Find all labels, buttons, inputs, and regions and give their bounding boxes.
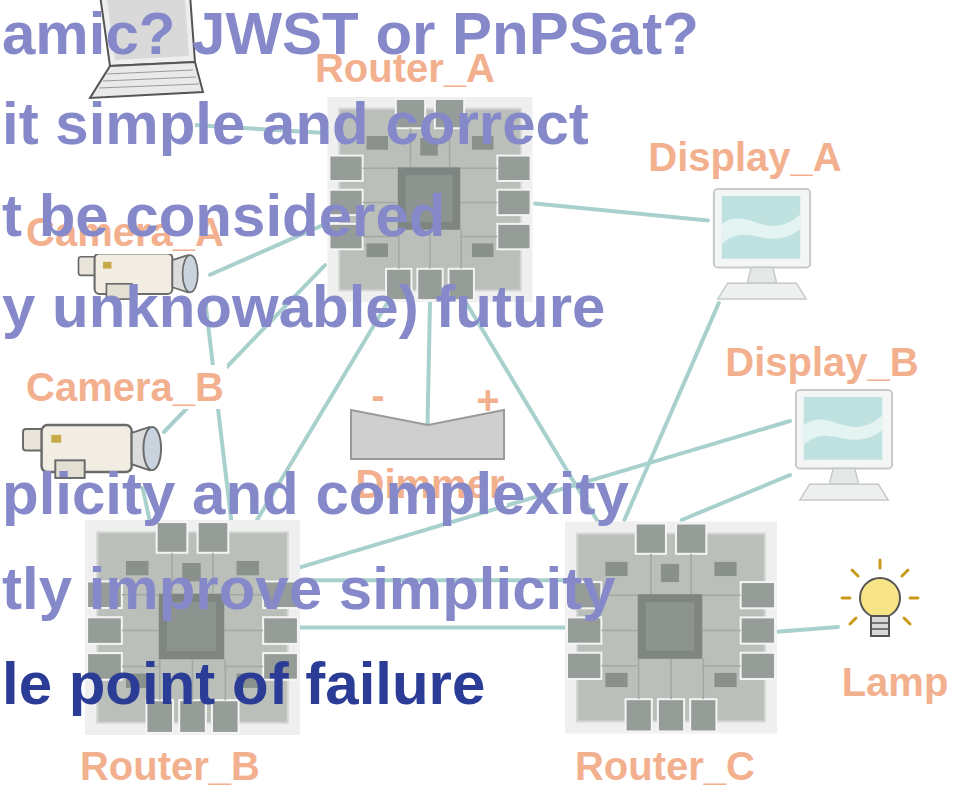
router-board-shape	[328, 97, 533, 302]
laptop-wire	[195, 125, 325, 133]
device-label: Router_A	[312, 46, 498, 90]
display-monitor-picture	[790, 385, 898, 505]
router-board-shape	[565, 522, 777, 734]
display-monitor-picture	[708, 185, 816, 303]
device-label: Router_B	[77, 744, 263, 788]
device-label: Camera_B	[23, 365, 227, 409]
network-link	[210, 224, 325, 275]
router-board-picture	[325, 97, 535, 302]
network-link	[535, 204, 708, 221]
camera-icon-shape	[79, 253, 198, 299]
camera-icon-shape	[23, 425, 161, 478]
device-label: Lamp	[839, 660, 952, 704]
network-link	[624, 303, 718, 520]
lamp-icon-picture	[838, 558, 923, 650]
camera-icon: Camera_A	[68, 250, 210, 305]
display-monitor: Display_B	[790, 385, 898, 505]
control-sign: -	[368, 373, 387, 417]
router-board-shape	[85, 520, 300, 735]
display-monitor: Display_A	[708, 185, 816, 303]
camera-icon: Camera_B	[22, 418, 164, 488]
camera-icon-picture	[22, 418, 164, 488]
network-link	[777, 627, 838, 632]
display-monitor-shape	[714, 189, 810, 299]
device-label: Dimmer	[353, 462, 508, 506]
router-board: Router_B	[85, 520, 300, 735]
network-link	[143, 488, 150, 520]
device-label: Display_B	[722, 340, 921, 384]
network-link	[682, 475, 790, 520]
router-board-picture	[565, 520, 777, 735]
lamp-icon: Lamp	[838, 558, 923, 650]
lamp-icon-shape	[842, 560, 918, 636]
device-label: Display_A	[645, 135, 844, 179]
network-link	[300, 626, 565, 630]
device-label: Camera_A	[23, 210, 227, 254]
network-link	[300, 578, 565, 582]
device-label: Router_C	[572, 744, 758, 788]
laptop-icon	[90, 0, 203, 98]
display-monitor-shape	[796, 390, 892, 500]
control-sign: +	[473, 378, 502, 422]
router-board: Router_A	[325, 97, 535, 302]
dimmer-control: -+Dimmer	[350, 385, 505, 460]
network-link	[206, 305, 231, 520]
router-board: Router_C	[565, 520, 777, 735]
camera-icon-picture	[68, 250, 210, 305]
router-board-picture	[85, 520, 300, 735]
network-link	[428, 302, 431, 425]
